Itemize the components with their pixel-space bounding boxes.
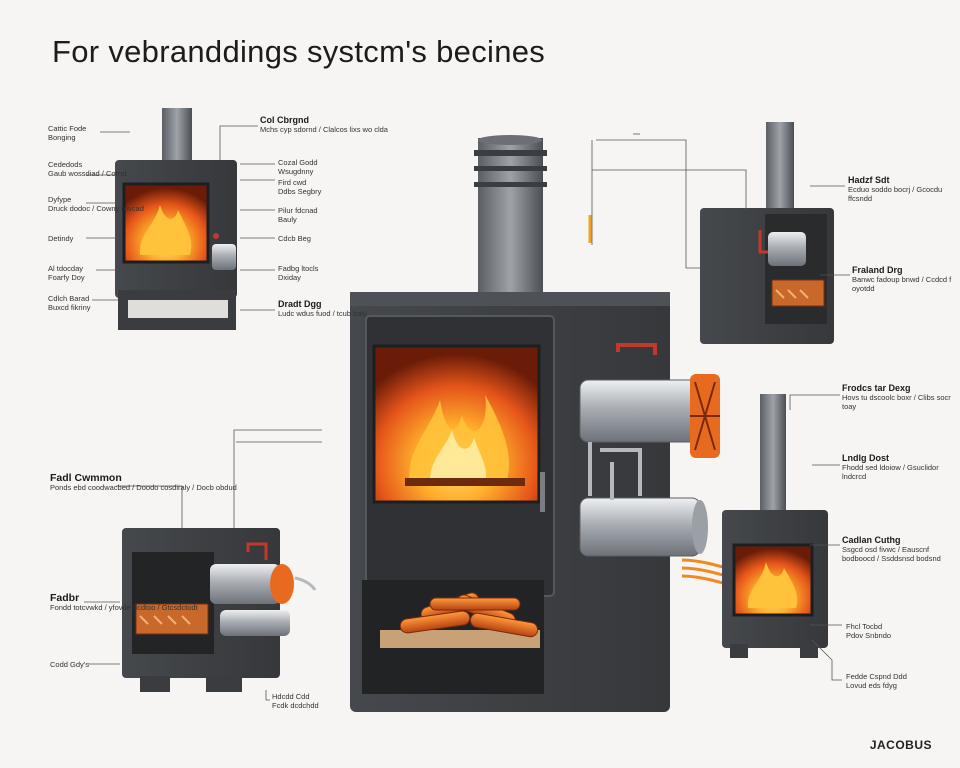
label-tr-4: Cdcb Beg — [278, 234, 311, 243]
stove-bottom-left — [122, 528, 317, 692]
stove-top-right — [700, 122, 834, 344]
main-stove — [350, 135, 741, 712]
stove-top-left — [115, 108, 237, 330]
stove-bottom-right — [722, 394, 828, 658]
leader-lines — [84, 125, 850, 701]
label-l2-2: Codd Gdy's — [50, 660, 89, 669]
label-tl-3: Detindy — [48, 234, 74, 243]
page-title: For vebranddings systcm's becines — [52, 34, 546, 69]
brand-mark: JACOBUS — [869, 738, 932, 752]
